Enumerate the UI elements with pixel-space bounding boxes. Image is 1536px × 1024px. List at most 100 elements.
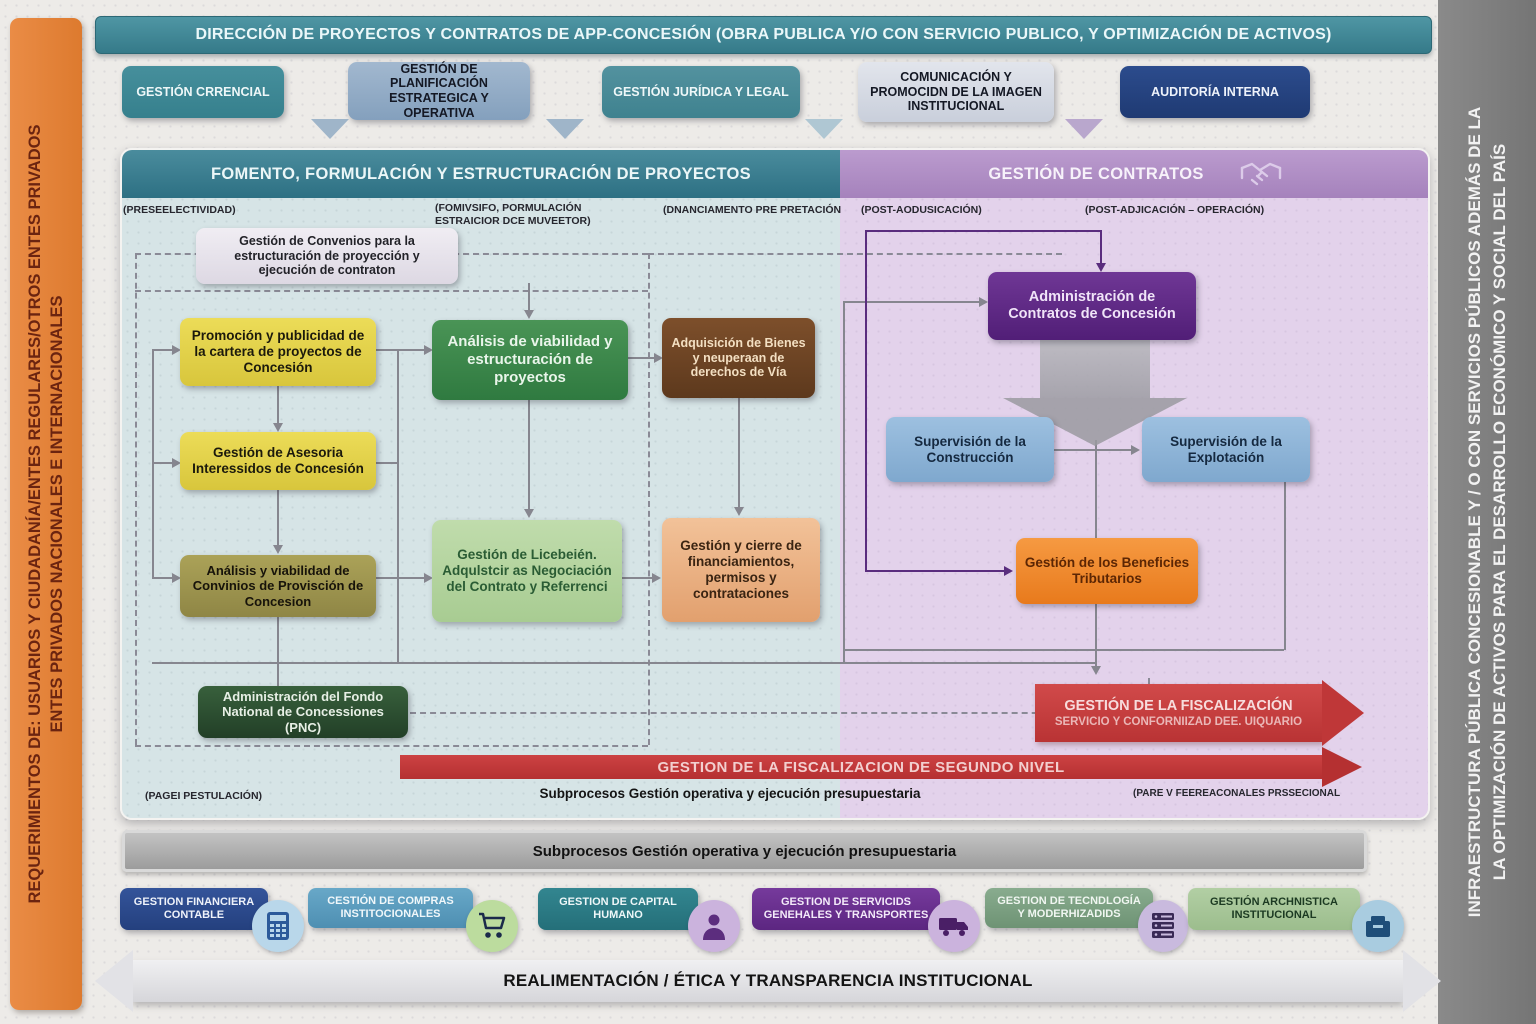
left-requirements-bar: REQUERIMIENTOS DE: USUARIOS Y CIUDADANÍA… xyxy=(10,18,82,1010)
realimentacion-text: REALIMENTACIÓN / ÉTICA Y TRANSPARENCIA I… xyxy=(503,971,1033,990)
connector xyxy=(738,398,740,510)
segundo-nivel-text: GESTION DE LA FISCALIZACION DE SEGUNDO N… xyxy=(657,758,1065,776)
top-box-label: GESTIÓN CRRENCIAL xyxy=(136,84,270,99)
connector xyxy=(152,350,154,578)
bottom-box-label: GESTION DE TECNDLOGÍA Y MODERHIZADIDS xyxy=(997,895,1141,920)
arrowhead xyxy=(1004,566,1013,576)
box-label: Análisis y viabilidad de Convinios de Pr… xyxy=(192,563,364,609)
down-arrow-icon xyxy=(805,119,843,139)
arrowhead xyxy=(734,507,744,516)
arrowhead xyxy=(424,573,433,583)
box-label: Promoción y publicidad de la cartera de … xyxy=(191,328,365,375)
column-label-financiamiento: (DNANCIAMENTO PRE PRETACIÓN xyxy=(663,204,842,216)
right-bar-line1: INFRAESTRUCTURA PÚBLICA CONCESIONABLE Y … xyxy=(1464,106,1484,918)
top-box-planificacion: GESTIÓN DE PLANIFICACIÓN ESTRATEGICA Y O… xyxy=(348,62,530,120)
bottom-box-archivistica: GESTIÓN ARCHNISTICA INSTITUCIONAL xyxy=(1188,888,1360,930)
column-label-preselectividad: (PRESEELECTIVIDAD) xyxy=(123,204,236,216)
handshake-icon xyxy=(1238,160,1284,188)
server-icon xyxy=(1138,900,1188,952)
big-down-arrow xyxy=(1040,340,1150,398)
segundo-nivel-arrow-head xyxy=(1322,747,1362,787)
realimentacion-arrow-left-head xyxy=(95,950,133,1012)
section-contratos-title: GESTIÓN DE CONTRATOS xyxy=(988,164,1204,183)
box-convenios: Gestión de Convenios para la estructurac… xyxy=(196,228,458,284)
top-box-label: GESTIÓN JURÍDICA Y LEGAL xyxy=(613,84,789,99)
box-fondo-nacional: Administración del Fondo National de Con… xyxy=(198,686,408,738)
top-box-label: GESTIÓN DE PLANIFICACIÓN ESTRATEGICA Y O… xyxy=(389,61,489,120)
column-label-post-adjudicacion: (POST-AODUSICACIÓN) xyxy=(861,204,982,216)
arrowhead xyxy=(424,345,433,355)
box-label: Análisis de viabilidad y estructuración … xyxy=(447,333,613,386)
box-label: Gestión de los Beneficies Tributarios xyxy=(1024,555,1190,586)
connector xyxy=(152,577,174,579)
person-icon xyxy=(688,900,740,952)
arrowhead xyxy=(1131,445,1140,455)
left-bar-line2: ENTES PRIVADOS NACIONALES E INTERNACIONA… xyxy=(48,295,66,733)
top-box-auditoria: AUDITORÍA INTERNA xyxy=(1120,66,1310,118)
box-label: Gestión de Asesoria Interessidos de Conc… xyxy=(192,445,364,476)
connector xyxy=(1054,449,1134,451)
title-banner-text: DIRECCIÓN DE PROYECTOS Y CONTRATOS DE AP… xyxy=(195,26,1332,43)
bottom-box-compras: CESTIÓN DE COMPRAS INSTITOCIONALES xyxy=(308,888,473,928)
realimentacion-arrow-right-head xyxy=(1403,950,1441,1012)
connector xyxy=(865,570,1007,572)
left-bar-line1: REQUERIMIENTOS DE: USUARIOS Y CIUDADANÍA… xyxy=(25,124,44,904)
box-label: Supervisión de la Construcción xyxy=(914,433,1026,465)
box-label: Adquisición de Bienes y neuperaan de der… xyxy=(671,335,806,380)
box-label: Administración de Contratos de Concesión xyxy=(1008,288,1176,322)
box-label: Gestión de Licebeién. Adqulstcir as Nego… xyxy=(442,547,612,594)
connector xyxy=(622,577,654,579)
top-box-label: COMUNICACIÓN Y PROMOCIDN DE LA IMAGEN IN… xyxy=(870,69,1042,114)
subprocesos-bar-text: Subprocesos Gestión operativa y ejecució… xyxy=(532,842,957,860)
box-supervision-explotacion: Supervisión de la Explotación xyxy=(1142,417,1310,482)
connector xyxy=(865,230,1102,232)
arrowhead xyxy=(172,458,181,468)
arrowhead xyxy=(172,345,181,355)
arrowhead xyxy=(1091,666,1101,675)
connector xyxy=(843,649,1284,651)
section-fomento-title: FOMENTO, FORMULACIÓN Y ESTRUCTURACIÓN DE… xyxy=(211,164,751,183)
fiscalizacion-line1: GESTIÓN DE LA FISCALIZACIÓN xyxy=(1064,697,1293,714)
connector xyxy=(152,462,174,464)
right-infrastructure-bar: INFRAESTRUCTURA PÚBLICA CONCESIONABLE Y … xyxy=(1438,0,1536,1024)
box-label: Gestión de Convenios para la estructurac… xyxy=(234,233,420,278)
box-label: Administración del Fondo National de Con… xyxy=(222,689,384,735)
arrowhead xyxy=(524,509,534,518)
connector xyxy=(277,490,279,548)
down-arrow-icon xyxy=(1065,119,1103,139)
box-bienes: Adquisición de Bienes y neuperaan de der… xyxy=(662,318,815,398)
box-label: Gestión y cierre de financiamientos, per… xyxy=(680,538,802,601)
box-admin-contratos: Administración de Contratos de Concesión xyxy=(988,272,1196,340)
connector xyxy=(277,617,279,686)
archive-icon xyxy=(1352,900,1404,952)
arrowhead xyxy=(1096,263,1106,272)
section-contratos-header: GESTIÓN DE CONTRATOS xyxy=(840,150,1428,198)
arrowhead xyxy=(273,545,283,554)
fiscalizacion-arrow-head xyxy=(1322,680,1364,746)
connector xyxy=(152,662,1095,664)
box-viabilidad: Análisis de viabilidad y estructuración … xyxy=(432,320,628,400)
cart-icon xyxy=(466,900,518,952)
calculator-icon xyxy=(252,900,304,952)
box-convinios: Análisis y viabilidad de Convinios de Pr… xyxy=(180,555,376,617)
connector xyxy=(528,400,530,512)
connector xyxy=(648,253,650,745)
box-beneficios: Gestión de los Beneficies Tributarios xyxy=(1016,538,1198,604)
title-banner: DIRECCIÓN DE PROYECTOS Y CONTRATOS DE AP… xyxy=(95,16,1432,54)
bottom-box-label: GESTION DE CAPITAL HUMANO xyxy=(559,896,677,921)
footnote-center: Subprocesos Gestión operativa y ejecució… xyxy=(539,786,921,801)
arrowhead xyxy=(654,353,663,363)
connector xyxy=(135,253,137,745)
section-fomento-header: FOMENTO, FORMULACIÓN Y ESTRUCTURACIÓN DE… xyxy=(122,150,840,198)
box-supervision-construccion: Supervisión de la Construcción xyxy=(886,417,1054,482)
arrowhead xyxy=(524,310,534,319)
box-label: Supervisión de la Explotación xyxy=(1170,433,1282,465)
arrowhead xyxy=(172,573,181,583)
connector xyxy=(648,253,1062,255)
down-arrow-icon xyxy=(311,119,349,139)
connector xyxy=(865,230,867,571)
connector xyxy=(135,290,648,292)
box-financiamientos: Gestión y cierre de financiamientos, per… xyxy=(662,518,820,622)
box-promocion: Promoción y publicidad de la cartera de … xyxy=(180,318,376,386)
